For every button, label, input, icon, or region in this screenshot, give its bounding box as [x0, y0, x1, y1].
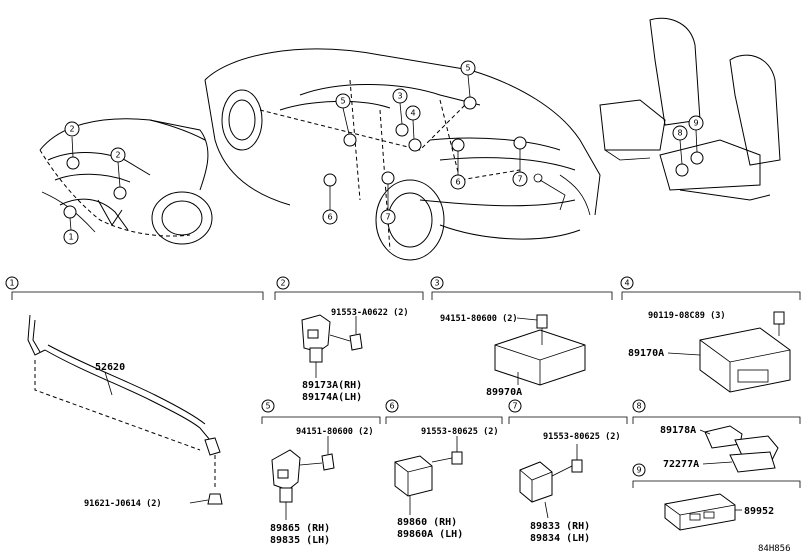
callout-4: 4 — [410, 109, 415, 118]
seats-illustration — [599, 17, 781, 201]
section-8-part-drawing — [699, 425, 779, 473]
section-brackets: 1 2 3 4 5 6 7 8 9 — [5, 276, 801, 488]
callout-markers: 2 2 1 5 3 4 5 6 7 6 7 8 9 — [63, 60, 704, 245]
callout-1-front: 1 — [68, 233, 73, 242]
section-7-part-drawing — [519, 444, 583, 519]
callout-3: 3 — [397, 92, 402, 101]
section-4-part-drawing — [667, 311, 791, 393]
section-1-number: 1 — [9, 279, 14, 288]
callout-5-roof: 5 — [465, 64, 470, 73]
section-3-part-drawing — [494, 314, 586, 386]
label-91553-A0622: 91553-A0622 (2) — [331, 308, 409, 318]
label-91621-J0614: 91621-J0614 (2) — [84, 499, 162, 509]
label-52620: 52620 — [95, 362, 125, 373]
main-car-illustration — [204, 48, 601, 261]
label-89860-RH: 89860 (RH) — [397, 517, 457, 528]
section-6-part-drawing — [394, 436, 463, 515]
label-89835-LH: 89835 (LH) — [270, 535, 330, 546]
section-2-part-drawing — [301, 314, 363, 378]
section-7-number: 7 — [512, 402, 517, 411]
section-9-number: 9 — [636, 466, 641, 475]
callout-6-side: 6 — [327, 213, 332, 222]
label-94151-80600-s3: 94151-80600 (2) — [440, 314, 518, 324]
callout-2-front-a: 2 — [69, 125, 74, 134]
section-4-number: 4 — [624, 279, 629, 288]
label-89865-RH: 89865 (RH) — [270, 523, 330, 534]
callout-7-side: 7 — [385, 213, 390, 222]
callout-8: 8 — [677, 129, 682, 138]
label-89833-RH: 89833 (RH) — [530, 521, 590, 532]
label-89970A: 89970A — [486, 387, 522, 398]
label-89178A: 89178A — [660, 425, 696, 436]
section-3-number: 3 — [434, 279, 439, 288]
label-72277A: 72277A — [663, 459, 699, 470]
label-89170A: 89170A — [628, 348, 664, 359]
front-car-illustration — [39, 118, 213, 245]
callout-2-front-b: 2 — [115, 151, 120, 160]
section-8-number: 8 — [636, 402, 641, 411]
label-89174A-LH: 89174A(LH) — [302, 392, 362, 403]
label-89952: 89952 — [744, 506, 774, 517]
label-90119-08C89: 90119-08C89 (3) — [648, 311, 726, 321]
section-5-part-drawing — [271, 436, 335, 520]
callout-7-rear: 7 — [517, 175, 522, 184]
section-5-number: 5 — [265, 402, 270, 411]
label-89173A-RH: 89173A(RH) — [302, 380, 362, 391]
label-89860A-LH: 89860A (LH) — [397, 529, 463, 540]
callout-5-side: 5 — [340, 97, 345, 106]
label-89834-LH: 89834 (LH) — [530, 533, 590, 544]
callout-9: 9 — [693, 119, 698, 128]
drawing-code: 84H856 — [758, 544, 791, 554]
section-2-number: 2 — [280, 279, 285, 288]
section-6-number: 6 — [389, 402, 394, 411]
section-1-part-drawing — [27, 314, 223, 505]
label-91553-80625-s7: 91553-80625 (2) — [543, 432, 621, 442]
section-9-part-drawing — [664, 493, 742, 531]
label-91553-80625-s6: 91553-80625 (2) — [421, 427, 499, 437]
callout-6-rear: 6 — [455, 178, 460, 187]
label-94151-80600-s5: 94151-80600 (2) — [296, 427, 374, 437]
